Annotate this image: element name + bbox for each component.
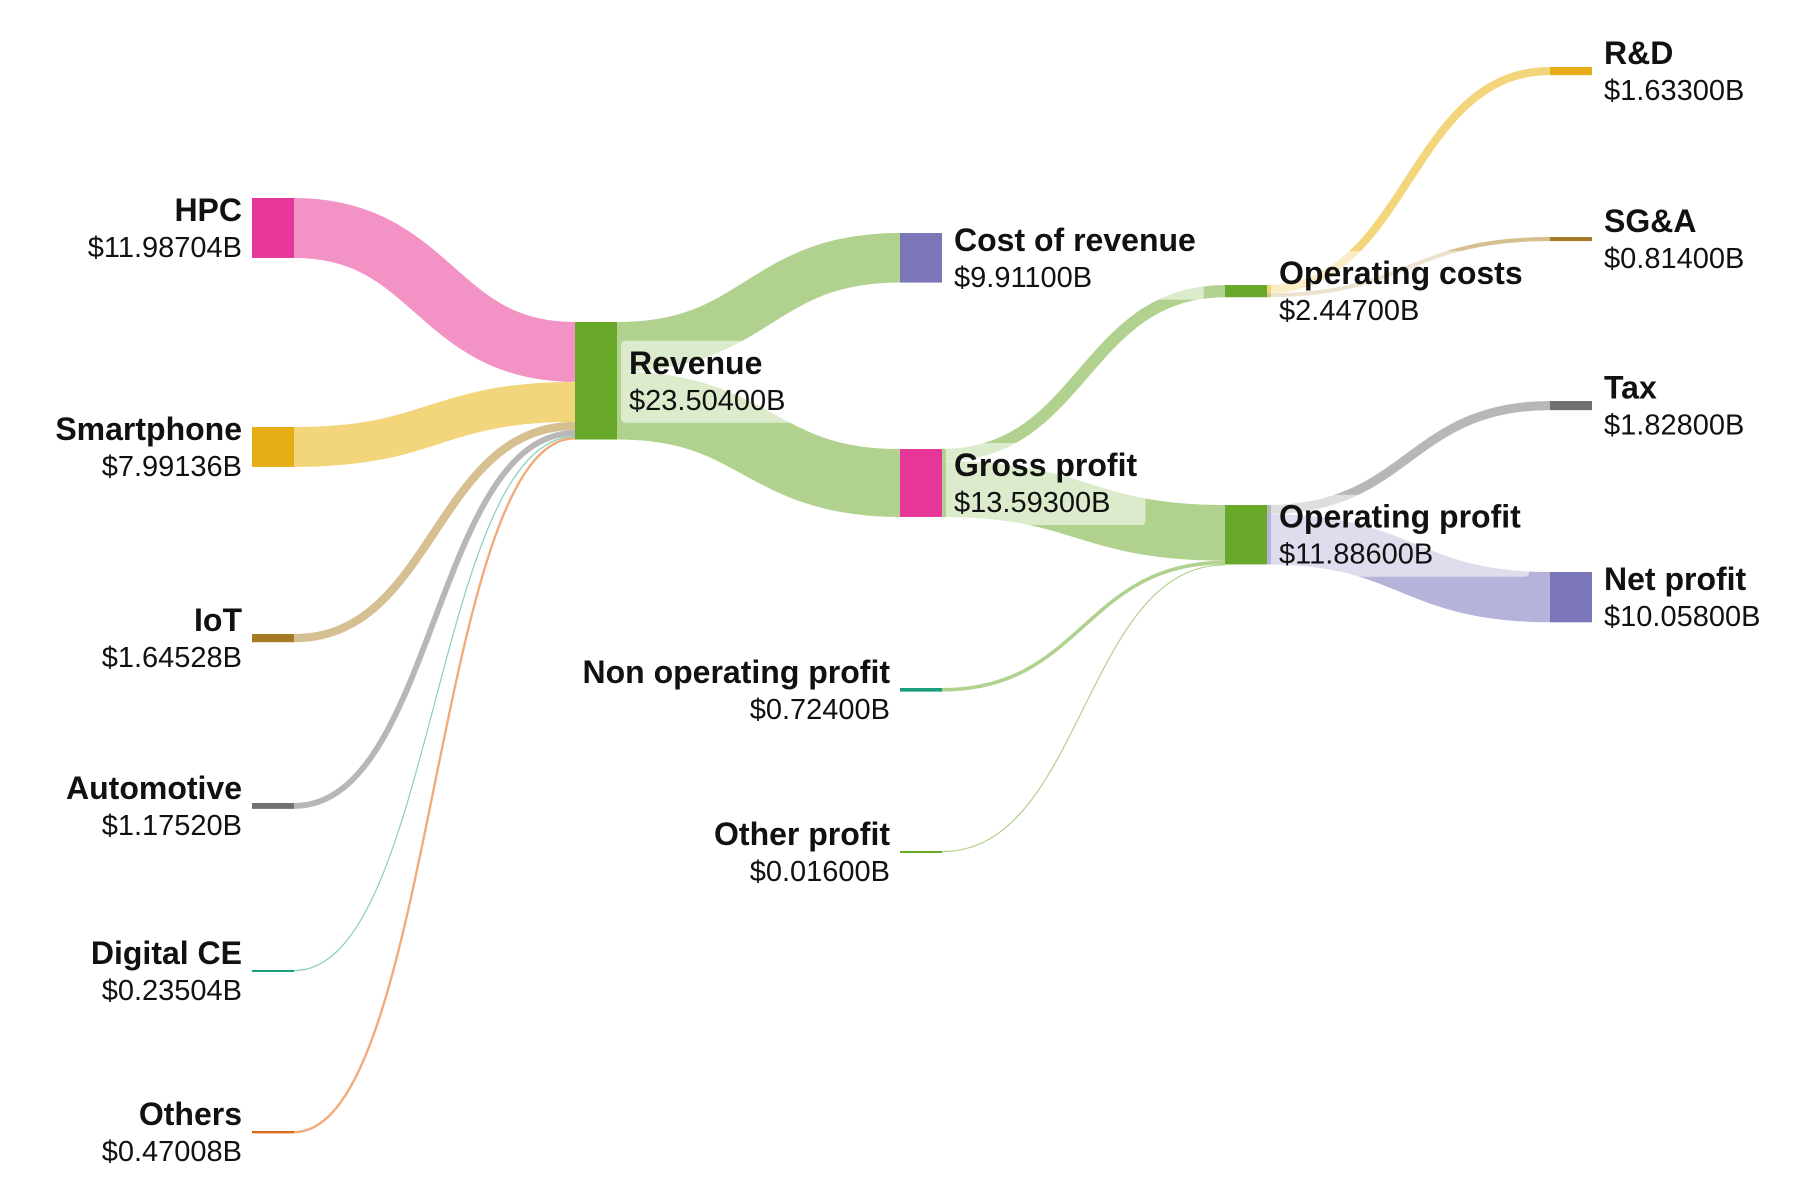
- node-name-label: HPC: [174, 192, 242, 228]
- node-value-label: $0.81400B: [1604, 243, 1744, 275]
- label-gross-profit: Gross profit $13.59300B: [946, 442, 1146, 525]
- link-automotive-to-revenue: [293, 430, 576, 809]
- node-tax: [1550, 401, 1592, 411]
- label-others: Others $0.47008B: [102, 1096, 242, 1168]
- node-r-d: [1550, 67, 1592, 76]
- node-name-label: Gross profit: [954, 447, 1137, 483]
- link-other-profit-to-operating-profit: [941, 564, 1226, 853]
- node-gross-profit: [900, 449, 942, 517]
- links-layer: [293, 67, 1551, 1134]
- node-value-label: $1.17520B: [102, 810, 242, 842]
- label-background: [1271, 251, 1531, 334]
- link-revenue-to-cost-of-revenue: [616, 232, 901, 372]
- link-others-to-revenue: [293, 437, 576, 1134]
- node-digital-ce: [252, 970, 294, 972]
- node-value-label: $13.59300B: [954, 487, 1110, 519]
- node-name-label: SG&A: [1604, 203, 1696, 239]
- nodes-layer: [252, 67, 1592, 1134]
- node-value-label: $0.72400B: [750, 694, 890, 726]
- label-operating-profit: Operating profit $11.88600B: [1271, 494, 1530, 577]
- node-operating-profit: [1225, 505, 1267, 565]
- node-value-label: $10.05800B: [1604, 601, 1760, 633]
- label-r-d: R&D $1.63300B: [1604, 35, 1744, 107]
- label-other-profit: Other profit $0.01600B: [714, 816, 890, 888]
- node-value-label: $0.01600B: [750, 856, 890, 888]
- node-value-label: $9.91100B: [954, 262, 1092, 294]
- node-name-label: Net profit: [1604, 561, 1747, 597]
- node-value-label: $2.44700B: [1279, 295, 1419, 327]
- node-name-label: Operating profit: [1279, 499, 1521, 535]
- label-background: [621, 340, 794, 423]
- node-sg-a: [1550, 237, 1592, 242]
- node-other-profit: [900, 851, 942, 853]
- node-name-label: R&D: [1604, 35, 1673, 71]
- node-name-label: Other profit: [714, 816, 890, 852]
- label-hpc: HPC $11.98704B: [88, 192, 242, 264]
- link-operating-profit-to-tax: [1266, 401, 1551, 515]
- label-sg-a: SG&A $0.81400B: [1604, 203, 1744, 275]
- label-background: [1271, 494, 1530, 577]
- labels-layer: HPC $11.98704B Smartphone $7.99136B IoT $1.64…: [55, 35, 1760, 1168]
- link-hpc-to-revenue: [293, 198, 576, 382]
- link-digital-ce-to-revenue: [293, 435, 576, 972]
- node-iot: [252, 634, 294, 643]
- label-digital-ce: Digital CE $0.23504B: [91, 935, 242, 1007]
- node-value-label: $1.82800B: [1604, 410, 1744, 442]
- node-non-operating-profit: [900, 688, 942, 692]
- node-others: [252, 1131, 294, 1134]
- node-value-label: $7.99136B: [102, 451, 242, 483]
- node-value-label: $0.23504B: [102, 975, 242, 1007]
- node-value-label: $0.47008B: [102, 1136, 242, 1168]
- label-tax: Tax $1.82800B: [1604, 370, 1744, 442]
- link-iot-to-revenue: [293, 421, 576, 643]
- node-value-label: $23.50400B: [629, 385, 785, 417]
- node-value-label: $1.63300B: [1604, 75, 1744, 107]
- node-name-label: Tax: [1604, 370, 1657, 406]
- node-name-label: Non operating profit: [582, 654, 890, 690]
- label-background: [946, 442, 1146, 525]
- node-name-label: Smartphone: [55, 411, 242, 447]
- label-revenue: Revenue $23.50400B: [621, 340, 794, 423]
- node-name-label: Digital CE: [91, 935, 242, 971]
- node-automotive: [252, 803, 294, 809]
- label-non-operating-profit: Non operating profit $0.72400B: [582, 654, 890, 726]
- node-revenue: [575, 322, 617, 440]
- node-smartphone: [252, 427, 294, 467]
- node-name-label: Cost of revenue: [954, 222, 1196, 258]
- node-name-label: Revenue: [629, 345, 762, 381]
- node-net-profit: [1550, 572, 1592, 623]
- label-net-profit: Net profit $10.05800B: [1604, 561, 1760, 633]
- node-cost-of-revenue: [900, 233, 942, 283]
- node-name-label: IoT: [194, 602, 242, 638]
- label-iot: IoT $1.64528B: [102, 602, 243, 674]
- label-smartphone: Smartphone $7.99136B: [55, 411, 242, 483]
- node-name-label: Others: [139, 1096, 242, 1132]
- label-operating-costs: Operating costs $2.44700B: [1271, 251, 1531, 334]
- label-automotive: Automotive $1.17520B: [66, 770, 242, 842]
- node-name-label: Operating costs: [1279, 255, 1523, 291]
- link-gross-profit-to-operating-costs: [941, 284, 1226, 462]
- node-value-label: $1.64528B: [102, 642, 242, 674]
- node-value-label: $11.88600B: [1279, 539, 1433, 571]
- node-value-label: $11.98704B: [88, 232, 242, 264]
- link-non-operating-profit-to-operating-profit: [941, 560, 1226, 692]
- link-smartphone-to-revenue: [293, 381, 576, 467]
- node-name-label: Automotive: [66, 770, 242, 806]
- node-hpc: [252, 198, 294, 258]
- node-operating-costs: [1225, 285, 1267, 298]
- label-background: [946, 217, 1204, 300]
- label-cost-of-revenue: Cost of revenue $9.91100B: [946, 217, 1204, 300]
